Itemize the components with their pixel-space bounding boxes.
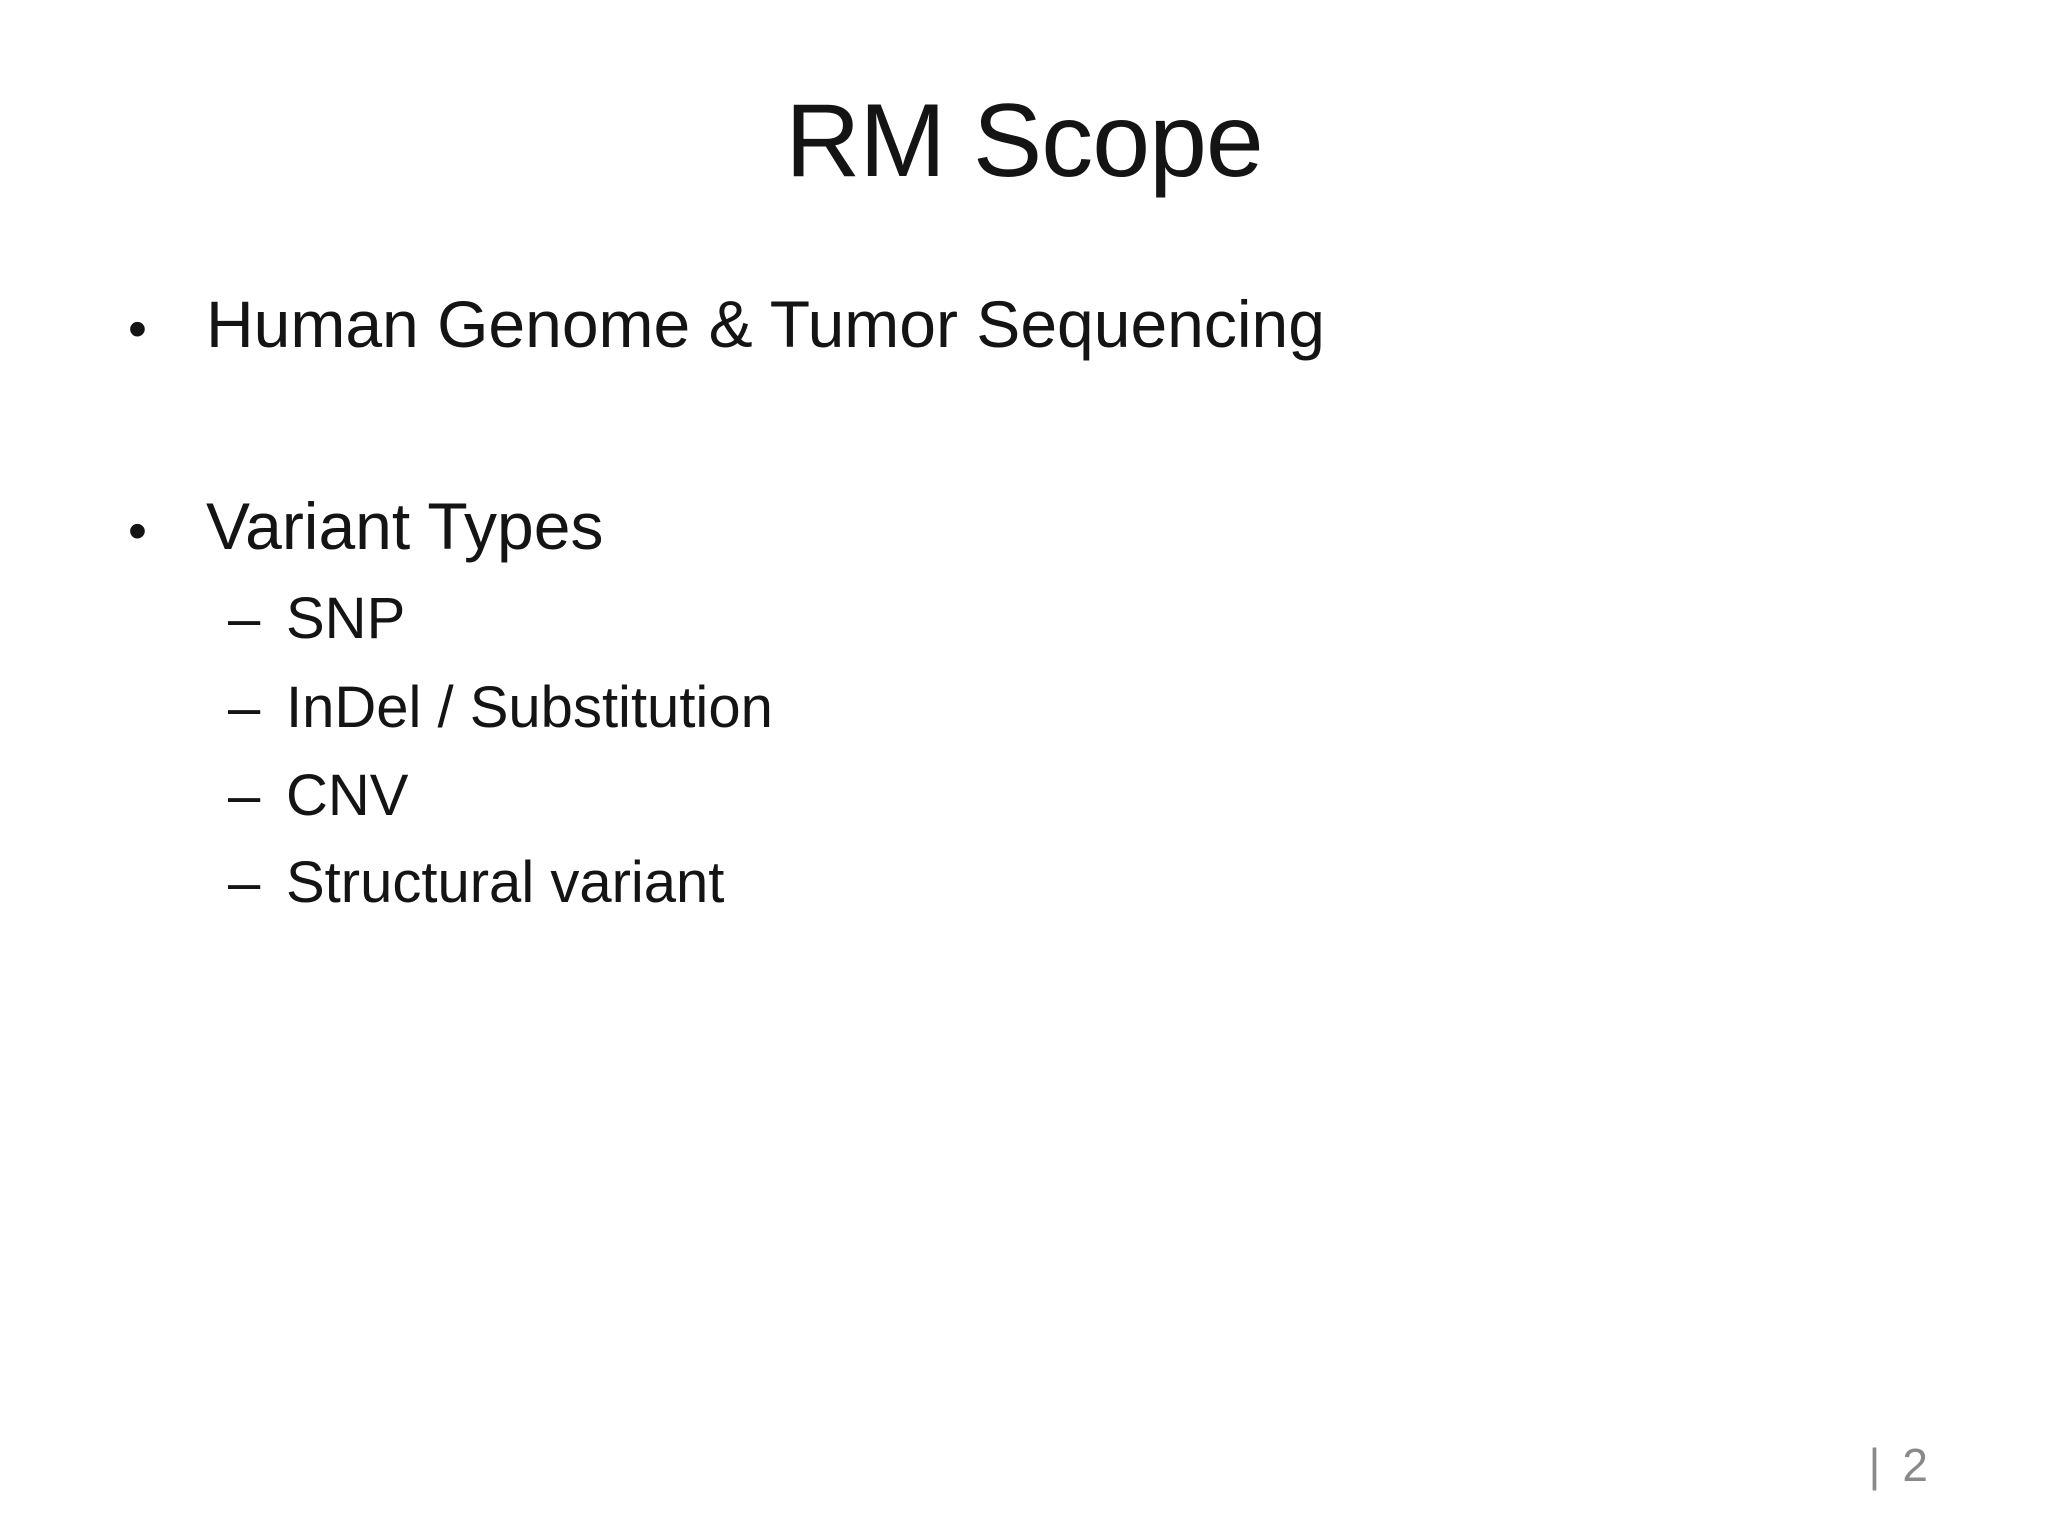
sub-bullet-text: Structural variant bbox=[286, 850, 725, 915]
dash-marker: – bbox=[228, 850, 261, 915]
sub-bullet-item: – CNV bbox=[228, 762, 408, 829]
dash-marker: – bbox=[228, 586, 261, 651]
bullet-marker: • bbox=[128, 501, 147, 561]
sub-bullet-item: – Structural variant bbox=[228, 849, 724, 916]
bullet-item: • Variant Types bbox=[128, 488, 603, 564]
dash-marker: – bbox=[228, 675, 261, 740]
dash-marker: – bbox=[228, 763, 261, 828]
sub-bullet-item: – SNP bbox=[228, 585, 405, 652]
footer-separator: | bbox=[1868, 1439, 1881, 1491]
bullet-text: Human Genome & Tumor Sequencing bbox=[206, 287, 1325, 361]
sub-bullet-item: – InDel / Substitution bbox=[228, 674, 773, 741]
slide-footer: | 2 bbox=[1868, 1438, 1928, 1492]
sub-bullet-text: SNP bbox=[286, 586, 406, 651]
page-number: 2 bbox=[1902, 1439, 1928, 1491]
sub-bullet-text: InDel / Substitution bbox=[286, 675, 773, 740]
bullet-item: • Human Genome & Tumor Sequencing bbox=[128, 286, 1325, 362]
bullet-text: Variant Types bbox=[206, 489, 604, 563]
bullet-marker: • bbox=[128, 299, 147, 359]
slide-title: RM Scope bbox=[785, 83, 1264, 199]
sub-bullet-text: CNV bbox=[286, 763, 409, 828]
